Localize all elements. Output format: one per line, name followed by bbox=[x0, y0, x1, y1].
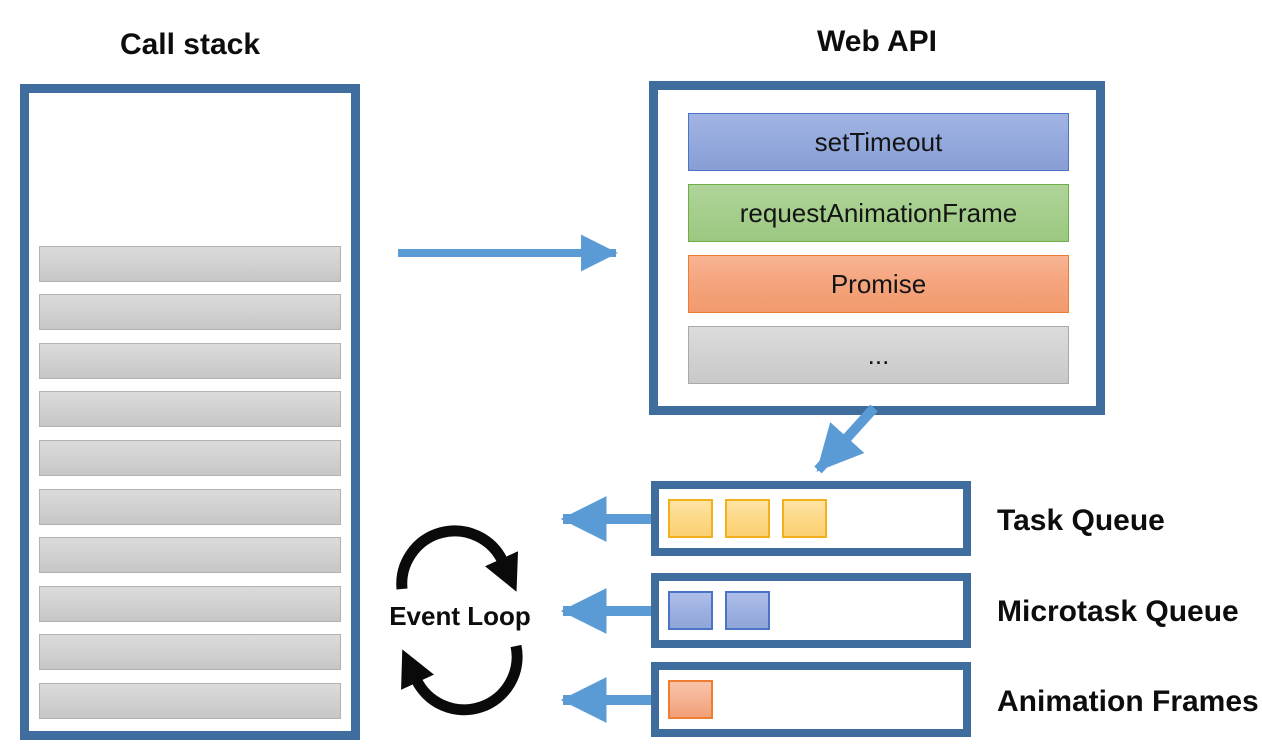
stack-frame bbox=[39, 342, 341, 379]
animation-frames-label: Animation Frames bbox=[997, 685, 1259, 718]
stack-frame bbox=[39, 488, 341, 525]
stack-frame bbox=[39, 537, 341, 574]
web-api-item-settimeout: setTimeout bbox=[688, 113, 1069, 171]
web-api-item-other: ... bbox=[688, 326, 1069, 384]
web-api-box: setTimeout requestAnimationFrame Promise… bbox=[649, 81, 1105, 415]
yellow-task-chip bbox=[725, 499, 770, 538]
salmon-task-chip bbox=[668, 680, 713, 719]
blue-task-chip bbox=[725, 591, 770, 630]
task-queue-box bbox=[651, 481, 971, 556]
web-api-title: Web API bbox=[816, 25, 937, 58]
web-api-item-requestanimationframe: requestAnimationFrame bbox=[688, 184, 1069, 242]
yellow-task-chip bbox=[782, 499, 827, 538]
microtask-queue-label: Microtask Queue bbox=[997, 595, 1239, 628]
event-loop-label: Event Loop bbox=[389, 601, 531, 631]
web-api-item-promise: Promise bbox=[688, 255, 1069, 313]
stack-frame bbox=[39, 245, 341, 282]
blue-task-chip bbox=[668, 591, 713, 630]
stack-frame bbox=[39, 440, 341, 477]
stack-frame bbox=[39, 683, 341, 719]
webapi-to-taskqueue-arrow bbox=[814, 404, 878, 474]
microtask-queue-box bbox=[651, 573, 971, 648]
call-stack-box bbox=[20, 84, 360, 740]
event-loop-top-arc-arrow bbox=[396, 525, 519, 592]
stack-frame bbox=[39, 294, 341, 331]
animation-frames-box bbox=[651, 662, 971, 737]
stack-frame bbox=[39, 634, 341, 671]
yellow-task-chip bbox=[668, 499, 713, 538]
call-stack-title: Call stack bbox=[119, 28, 261, 61]
event-loop-bottom-arc-arrow bbox=[401, 644, 523, 716]
task-queue-label: Task Queue bbox=[997, 504, 1165, 537]
stack-frame bbox=[39, 391, 341, 428]
call-stack-frames bbox=[39, 245, 341, 719]
stack-frame bbox=[39, 585, 341, 622]
